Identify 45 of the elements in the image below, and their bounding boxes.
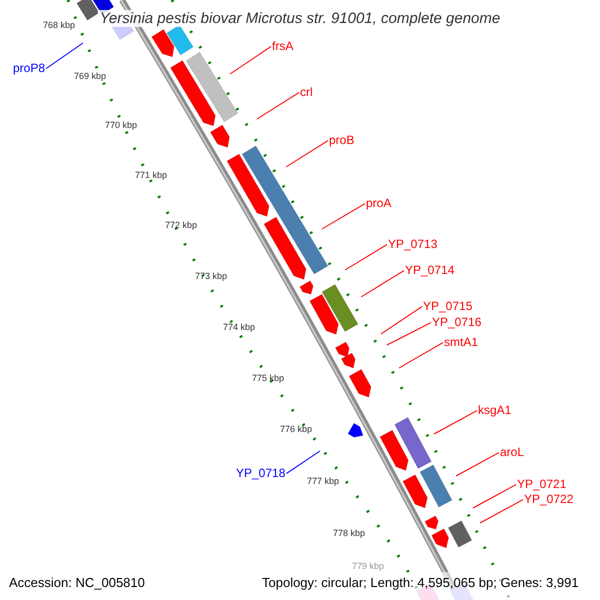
leader-line (434, 410, 478, 434)
gene-label: YP_0716 (432, 316, 482, 328)
tick-label: 776 kbp (280, 425, 312, 434)
gene-label: YP_0718 (236, 467, 286, 479)
tick-label: 774 kbp (223, 323, 256, 332)
gene-label: YP_0722 (524, 493, 574, 505)
footer-text: Topology: circular; Length: 4,595,065 bp; Genes: 3,991 (262, 576, 579, 589)
leader-line (286, 450, 320, 474)
tick-label: 772 kbp (165, 221, 198, 230)
tick-label: 779 kbp (352, 562, 384, 571)
tick-label: 778 kbp (333, 529, 366, 538)
leader-line (286, 140, 328, 168)
tick-label: 769 kbp (74, 72, 106, 81)
gene-label: proP8 (13, 62, 46, 74)
leader-line (456, 452, 500, 476)
tick-label: 771 kbp (135, 171, 168, 180)
tick-label: 775 kbp (252, 374, 284, 383)
tick-label: 768 kbp (43, 21, 76, 30)
title: Yersinia pestis biovar Microtus str. 91001, complete genome (98, 10, 502, 27)
leader-line (256, 92, 300, 120)
gene-label: YP_0713 (388, 238, 438, 250)
leader-line (380, 306, 422, 334)
gene-label: YP_0715 (423, 300, 472, 312)
gene-label: ksgA1 (478, 404, 512, 416)
tick-label: 777 kbp (307, 477, 340, 486)
leader-line (344, 244, 388, 270)
leader-line (398, 342, 444, 368)
gene-label: proB (329, 134, 354, 146)
tick-label: 770 kbp (105, 121, 138, 130)
leader-line (480, 499, 524, 524)
leader-line (230, 46, 272, 74)
leader-line (472, 484, 516, 508)
gene-label: YP_0721 (517, 478, 566, 490)
gene-label: aroL (500, 446, 524, 458)
gene-label: smtA1 (444, 336, 478, 348)
leader-line (386, 322, 432, 346)
gene-label: YP_0714 (405, 264, 454, 276)
footer-text: Accession: NC_005810 (9, 576, 145, 589)
tick-label: 773 kbp (195, 272, 228, 281)
gene-label: crl (300, 86, 313, 98)
gene-label: frsA (272, 40, 294, 52)
leader-line (46, 42, 84, 70)
gene-label: proA (366, 197, 392, 209)
leader-line (360, 270, 404, 298)
leader-line (322, 203, 366, 230)
